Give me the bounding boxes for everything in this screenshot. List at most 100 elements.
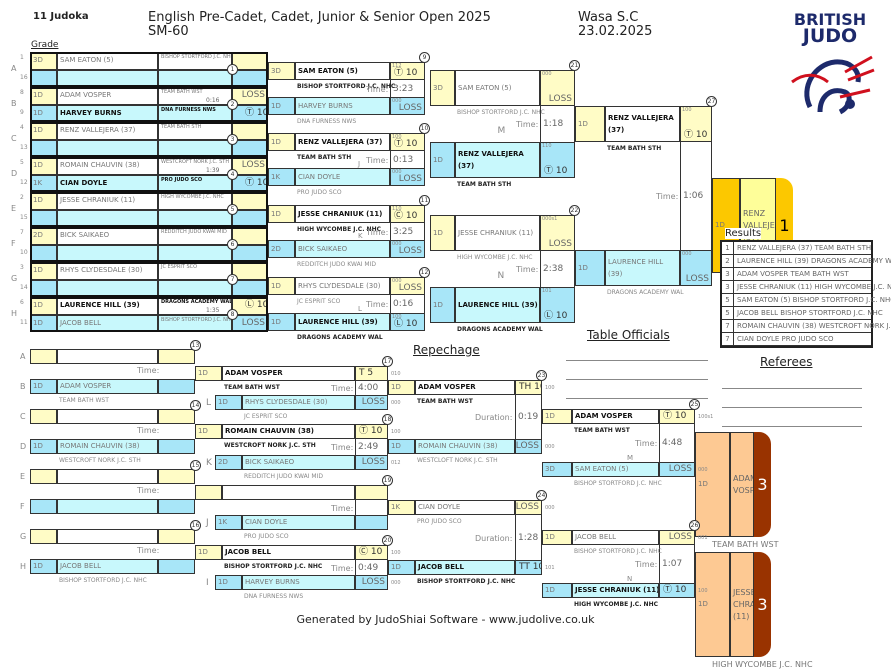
time-label: Time: [656,192,679,201]
score-code: 012 [391,459,401,466]
match-number-badge[interactable]: 21 [569,60,580,71]
competitor-name[interactable]: RENZ VALLEJERA (37) [455,142,540,178]
match-number-badge[interactable]: 6 [227,239,238,250]
match-number-badge[interactable]: 14 [190,400,201,411]
match-number-badge[interactable]: 11 [419,195,430,206]
competitor-name[interactable]: ROMAIN CHAUVIN (38) [222,424,355,439]
competitor-name[interactable] [57,349,158,364]
grade-cell: 1K [215,515,242,530]
result-place: 1 [722,242,734,254]
match-number-badge[interactable]: 4 [227,169,238,180]
competitor-name[interactable]: RHYS CLYDESDALE (30) [295,277,390,295]
pool-letter: M [497,126,506,136]
competitor-name[interactable]: HARVEY BURNS [242,575,355,590]
competitor-name[interactable]: JESSE CHRANIUK (11) [730,552,754,657]
match-number-badge[interactable]: 5 [227,204,238,215]
competitor-name[interactable]: BICK SAIKAEO [295,240,390,258]
competitor-name[interactable]: ADAM VOSPER [222,366,355,381]
competitor-name[interactable]: JACOB BELL [572,530,659,545]
competitor-name[interactable]: ROMAIN CHAUVIN (38) [57,439,158,454]
competitor-name[interactable]: LAURENCE HILL (39) [455,287,540,323]
pair-frame [30,297,268,332]
pair-frame [30,192,268,227]
score-code: 110 [392,206,402,212]
match-number-badge[interactable]: 13 [190,340,201,351]
match-number-badge[interactable]: 20 [382,535,393,546]
competitor-name[interactable]: RENZ VALLEJERA (37) [605,106,680,142]
match-number-badge[interactable]: 15 [190,460,201,471]
match-number-badge[interactable]: 16 [190,520,201,531]
time-notch [205,202,227,209]
match-number-badge[interactable]: 3 [227,134,238,145]
result-cell [158,349,195,364]
competitor-name[interactable]: SAM EATON (5) [455,70,540,106]
competitor-name[interactable]: JESSE CHRANIUK (11) [455,215,540,251]
time-label: Time: [331,563,354,573]
match-number-badge[interactable]: 10 [419,123,430,134]
match-number-badge[interactable]: 7 [227,274,238,285]
result-cell: LOSS [355,455,388,470]
match-number-badge[interactable]: 22 [569,205,580,216]
seed-number: 16 [20,74,28,81]
competitor-name[interactable]: LAURENCE HILL (39) [295,313,390,331]
score-code: 100 [392,134,402,140]
competitor-name[interactable] [57,409,158,424]
result-place: 7 [722,320,734,332]
competitor-name[interactable]: JACOB BELL [57,559,158,574]
pool-letter: J [358,160,361,168]
competitor-name[interactable] [57,529,158,544]
competitor-name[interactable]: ROMAIN CHAUVIN (38) [415,439,515,454]
club-name: BISHOP STORTFORD J.C. NHC [417,578,516,585]
time-label: Time: [331,503,354,513]
competitor-name[interactable]: JESSE CHRANIUK (11) [572,583,659,598]
competitor-name[interactable]: HARVEY BURNS [295,97,390,115]
match-number-badge[interactable]: 2 [227,99,238,110]
competitor-name[interactable] [57,469,158,484]
match-number-badge[interactable]: 23 [536,370,547,381]
club-name: DNA FURNESS NWS [297,118,357,125]
grade-cell: 1D [268,205,295,223]
competitor-name[interactable]: SAM EATON (5) [572,462,659,477]
competitor-name[interactable]: JESSE CHRANIUK (11) [295,205,390,223]
competitor-name[interactable]: ADAM VOSPER [415,380,515,395]
result-cell: Ⓣ 10 [680,106,712,142]
competitor-name[interactable]: BICK SAIKAEO [242,455,355,470]
competitor-name[interactable]: ROMAIN CHAUVIN (38) [57,157,158,175]
competitor-name[interactable]: RHYS CLYDESDALE (30) [242,395,355,410]
match-number-badge[interactable]: 8 [227,309,238,320]
club-name: BISHOP STORTFORD J.C. NHC [574,548,662,555]
seed-number: 9 [20,109,24,116]
time-box [515,394,542,440]
competitor-name[interactable]: JACOB BELL [415,560,515,575]
competitor-name[interactable]: CIAN DOYLE [295,168,390,186]
result-cell [158,559,195,574]
match-number-badge[interactable]: 12 [419,267,430,278]
match-number-badge[interactable]: 17 [382,356,393,367]
match-number-badge[interactable]: 18 [382,414,393,425]
match-number-badge[interactable]: 19 [382,475,393,486]
competitor-name[interactable]: ADAM VOSPER [730,432,754,537]
match-number-badge[interactable]: 1 [227,64,238,75]
competitor-name[interactable]: CIAN DOYLE [242,515,355,530]
table-officials-heading: Table Officials [587,328,670,342]
competitor-name[interactable]: LAURENCE HILL (39) [605,250,680,286]
time-label: Duration: [475,413,513,422]
match-number-badge[interactable]: 26 [689,520,700,531]
competitor-name[interactable] [57,499,158,514]
match-number-badge[interactable]: 24 [536,490,547,501]
competitor-name[interactable] [222,485,355,500]
competitor-name[interactable]: CIAN DOYLE [415,500,515,515]
competitor-name[interactable]: RENZ VALLEJERA (37) [295,133,390,151]
competitor-name[interactable]: SAM EATON (5) [295,62,390,80]
competitor-name[interactable]: JACOB BELL [222,545,355,560]
competitor-name[interactable]: ADAM VOSPER [572,409,659,424]
footer-credit: Generated by JudoShiai Software - www.ju… [296,613,595,626]
time-notch [205,62,227,69]
match-number-badge[interactable]: 9 [419,52,430,63]
match-number-badge[interactable]: 25 [689,399,700,410]
match-number-badge[interactable]: 27 [706,96,717,107]
competitor-name[interactable]: ADAM VOSPER [57,379,158,394]
result-cell: LOSS [390,277,425,295]
club-name: PRO JUDO SCO [297,189,342,196]
